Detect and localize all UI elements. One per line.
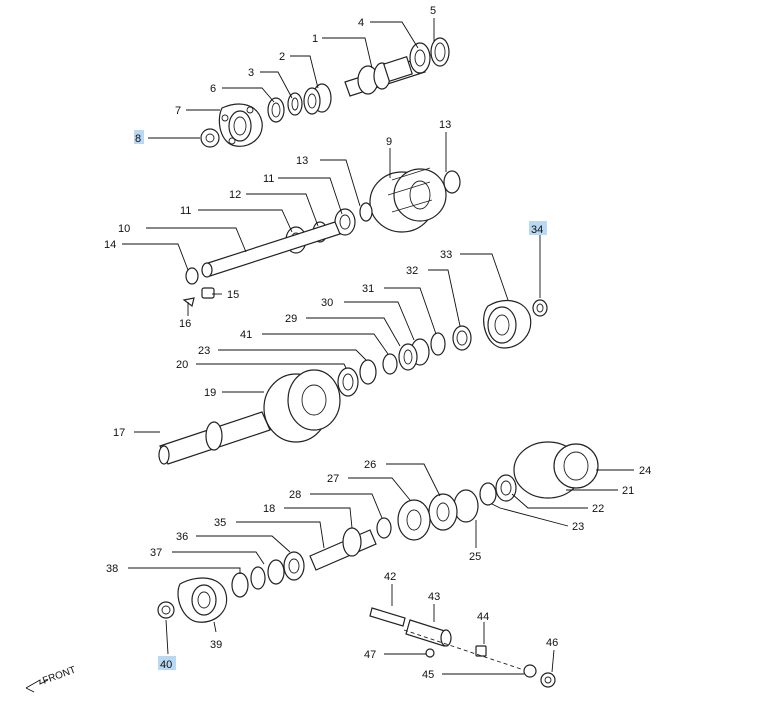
- front-indicator: FRONT: [25, 665, 77, 693]
- callout-23b: 23: [572, 521, 584, 533]
- callout-34-highlight: [529, 221, 547, 235]
- callout-5: 5: [430, 5, 436, 17]
- callout-11b: 11: [180, 205, 191, 217]
- callout-8-highlight: [134, 130, 144, 144]
- callout-26: 26: [364, 459, 376, 471]
- callout-35: 35: [214, 517, 226, 529]
- callout-31: 31: [362, 283, 374, 295]
- output-shaft-assembly: [157, 441, 599, 623]
- main-shaft-assembly: [158, 299, 548, 465]
- top-shaft-assembly: [200, 37, 450, 148]
- callout-12: 12: [229, 189, 241, 201]
- callout-16: 16: [179, 318, 191, 330]
- callout-24: 24: [639, 465, 651, 477]
- callout-20: 20: [176, 359, 188, 371]
- callout-8: 8: [135, 133, 141, 145]
- callout-47: 47: [364, 649, 376, 661]
- callout-40-highlight: [158, 656, 176, 670]
- callout-18: 18: [263, 503, 275, 515]
- callout-37: 37: [150, 547, 162, 559]
- callout-29: 29: [285, 313, 297, 325]
- callout-10: 10: [118, 223, 130, 235]
- callout-33: 33: [440, 249, 452, 261]
- front-label: FRONT: [41, 665, 77, 687]
- callout-17: 17: [113, 427, 125, 439]
- callout-21: 21: [622, 485, 634, 497]
- callout-19: 19: [204, 387, 216, 399]
- callout-6: 6: [210, 83, 216, 95]
- callout-43: 43: [428, 591, 440, 603]
- callout-34: 34: [531, 224, 543, 236]
- callout-38: 38: [106, 563, 118, 575]
- callout-28: 28: [289, 489, 301, 501]
- callout-27: 27: [327, 473, 339, 485]
- callout-32: 32: [406, 265, 418, 277]
- callout-1: 1: [312, 33, 318, 45]
- shift-parts: [369, 607, 556, 688]
- callout-4: 4: [358, 17, 364, 29]
- callout-23a: 23: [198, 345, 210, 357]
- callout-14: 14: [104, 239, 116, 251]
- callout-11a: 11: [263, 173, 274, 185]
- callout-13b: 13: [439, 119, 451, 131]
- callout-7: 7: [175, 105, 181, 117]
- counter-shaft-assembly: [182, 167, 461, 308]
- callout-3: 3: [248, 67, 254, 79]
- front-arrow-icon: [25, 679, 49, 689]
- callout-39: 39: [210, 639, 222, 651]
- callout-45: 45: [422, 669, 434, 681]
- callout-42: 42: [384, 571, 396, 583]
- callout-46: 46: [546, 637, 558, 649]
- callout-9: 9: [386, 136, 392, 148]
- callout-22: 22: [592, 503, 604, 515]
- callout-2: 2: [279, 51, 285, 63]
- callout-30: 30: [321, 297, 333, 309]
- callout-44: 44: [477, 611, 489, 623]
- callout-15: 15: [227, 289, 239, 301]
- leader-lines: [122, 18, 634, 675]
- callout-13a: 13: [296, 155, 308, 167]
- callout-labels: 1 2 3 4 5 6 7 8 9 10 11 11 12 13 13 14 1…: [104, 5, 651, 681]
- callout-40: 40: [160, 659, 172, 671]
- callout-41: 41: [240, 329, 252, 341]
- callout-36: 36: [176, 531, 188, 543]
- callout-25: 25: [469, 551, 481, 563]
